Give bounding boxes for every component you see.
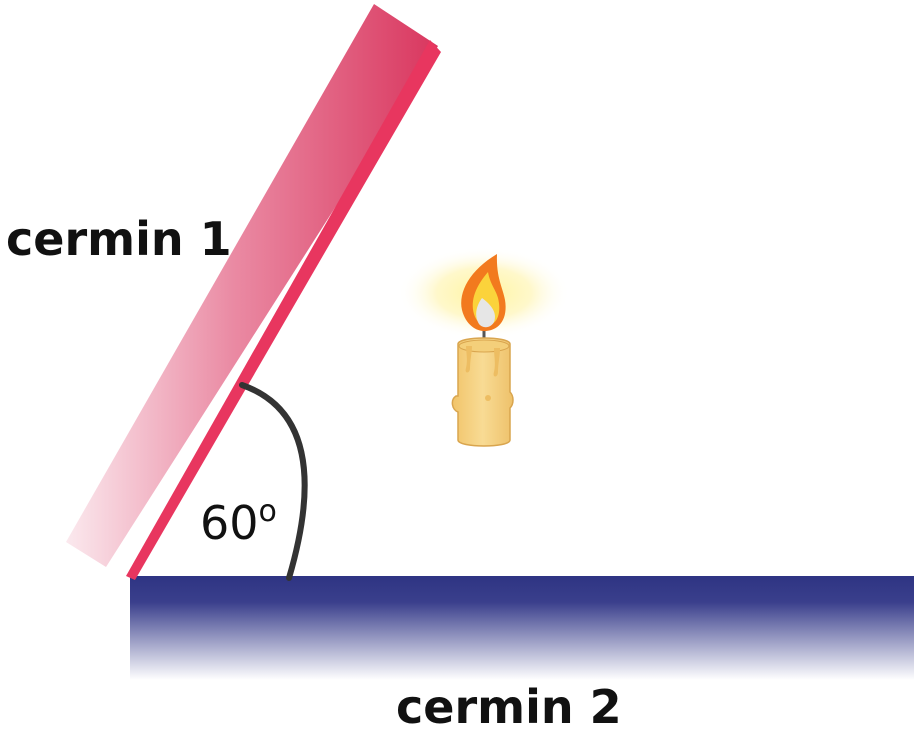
angle-degree-symbol: o: [258, 494, 277, 529]
candle-drip: [493, 348, 500, 377]
mirror-1: [66, 4, 441, 580]
candle-drip: [465, 346, 472, 373]
angle-arc: [239, 382, 308, 581]
mirror-2: [130, 576, 914, 680]
candle-icon: [398, 247, 570, 447]
angle-value: 60: [200, 496, 259, 550]
candle-body: [451, 337, 514, 447]
flame-core: [476, 298, 495, 328]
angle-label: 60o: [200, 497, 277, 547]
candle-drip: [485, 395, 491, 401]
mirror-2-label: cermin 2: [396, 680, 622, 734]
mirror-1-label: cermin 1: [6, 212, 232, 266]
